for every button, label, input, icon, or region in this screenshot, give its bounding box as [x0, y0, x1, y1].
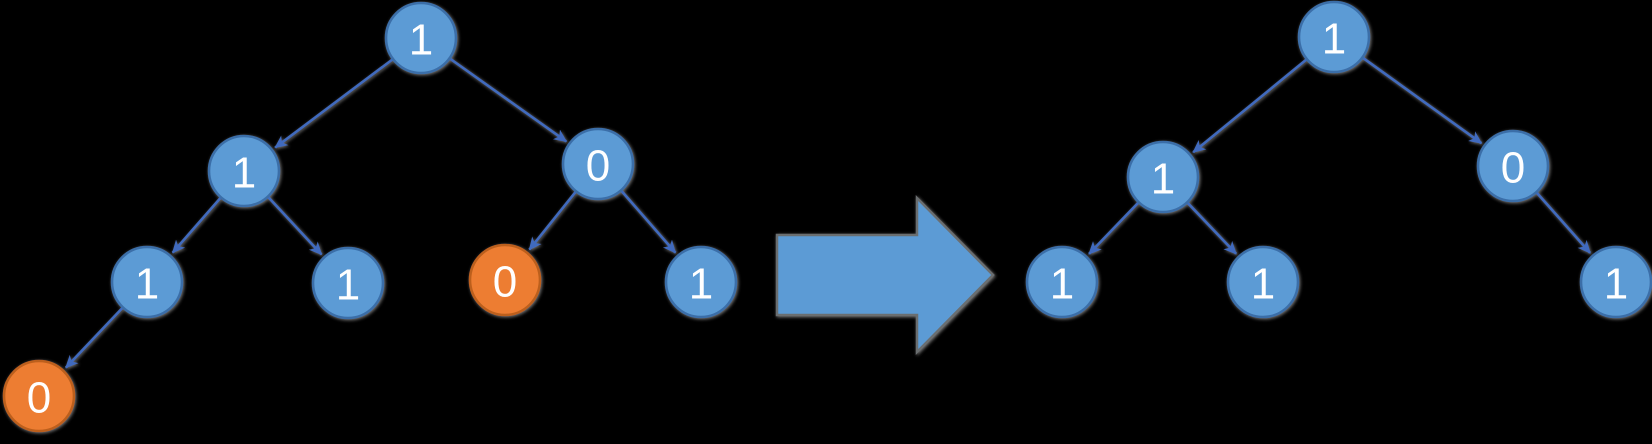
tree-node-blue	[1579, 245, 1652, 319]
tree-edge	[528, 191, 577, 251]
tree-node-label: 1	[135, 260, 159, 309]
tree-node-blue	[384, 1, 458, 75]
transform-arrow-group	[775, 194, 995, 356]
tree-node-blue	[1025, 245, 1099, 319]
tree-node-blue	[664, 245, 738, 319]
tree-node-label: 1	[336, 261, 360, 310]
tree-node-label: 1	[689, 260, 713, 309]
tree-edge	[449, 57, 568, 143]
tree-edge	[1088, 202, 1139, 255]
tree-node-blue	[1126, 140, 1200, 214]
tree-node-label: 0	[493, 258, 517, 307]
before-tree: 1 1 0 1 1 0 1 0	[2, 1, 738, 433]
tree-node-label: 1	[1050, 260, 1074, 309]
tree-node-label: 1	[232, 149, 256, 198]
tree-edge	[1192, 58, 1307, 154]
tree-node-label: 1	[1151, 155, 1175, 204]
tree-node-label: 0	[586, 142, 610, 191]
tree-node-blue	[1297, 0, 1371, 74]
tree-node-blue	[207, 134, 281, 208]
tree-node-label: 1	[1251, 260, 1275, 309]
right-arrow-icon	[775, 194, 995, 356]
tree-node-blue	[311, 246, 385, 320]
tree-node-blue	[110, 245, 184, 319]
tree-edge	[274, 58, 394, 149]
tree-node-label: 1	[1604, 260, 1628, 309]
tree-edge	[620, 190, 677, 254]
tree-edge	[1535, 192, 1592, 254]
tree-edge	[267, 196, 323, 256]
tree-edge	[1186, 202, 1238, 255]
tree-node-label: 1	[1322, 15, 1346, 64]
after-tree: 1 1 0 1 1 1	[1025, 0, 1652, 319]
tree-node-orange	[2, 359, 76, 433]
tree-edge	[171, 197, 222, 254]
tree-node-label: 1	[409, 16, 433, 65]
tree-node-label: 0	[27, 374, 51, 423]
tree-edge	[1362, 56, 1483, 145]
tree-edge	[64, 307, 124, 369]
tree-node-blue	[1476, 129, 1550, 203]
tree-node-blue	[561, 127, 635, 201]
tree-node-label: 0	[1501, 144, 1525, 193]
tree-node-blue	[1226, 245, 1300, 319]
tree-node-orange	[468, 243, 542, 317]
